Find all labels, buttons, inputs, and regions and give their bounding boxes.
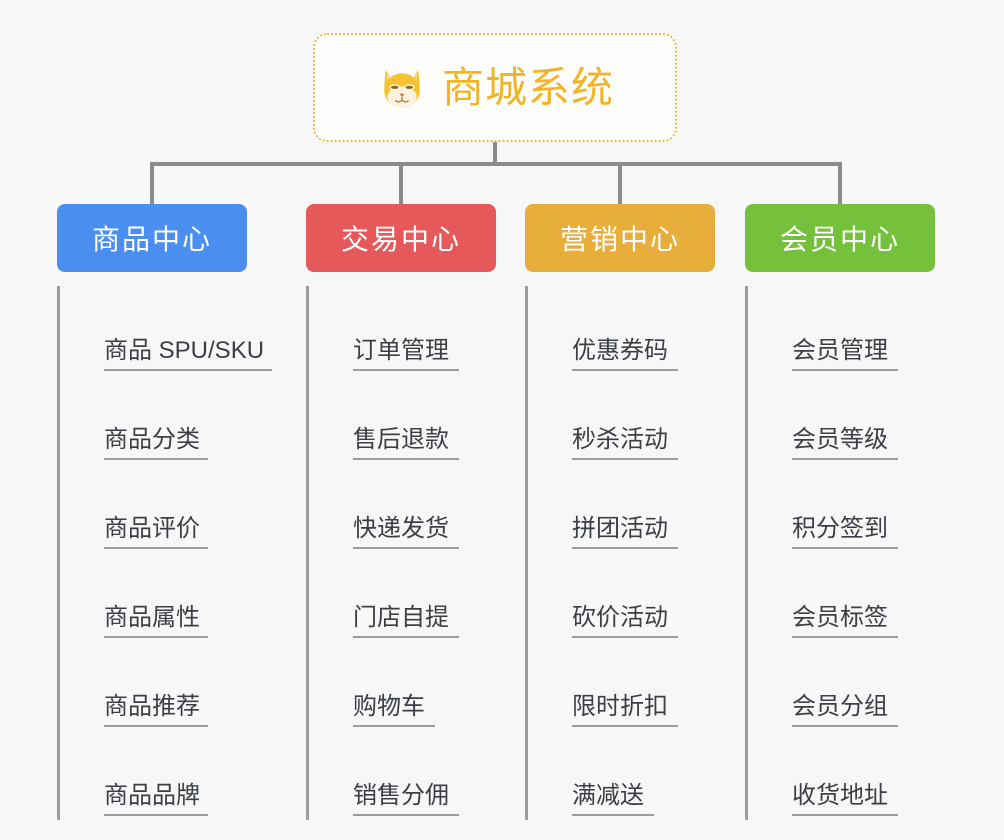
leaf-label: 满减送 (572, 783, 654, 816)
leaf-list-marketing-center: 优惠券码 秒杀活动 拼团活动 砍价活动 限时折扣 满减送 (525, 286, 715, 820)
list-item[interactable]: 会员分组 (748, 642, 935, 731)
leaf-label: 商品推荐 (104, 694, 208, 727)
leaf-list-product-center: 商品 SPU/SKU 商品分类 商品评价 商品属性 商品推荐 商品品牌 (57, 286, 273, 820)
leaf-label: 商品 SPU/SKU (104, 338, 273, 371)
leaf-label: 售后退款 (353, 427, 459, 460)
category-column-marketing-center: 营销中心 优惠券码 秒杀活动 拼团活动 砍价活动 限时折扣 满减送 (525, 204, 715, 820)
leaf-label: 砍价活动 (572, 605, 678, 638)
category-column-product-center: 商品中心 商品 SPU/SKU 商品分类 商品评价 商品属性 商品推荐 商品品牌 (57, 204, 273, 820)
leaf-label: 积分签到 (792, 516, 898, 549)
connector-root-stem (493, 142, 497, 164)
shiba-face-icon (384, 69, 420, 110)
leaf-label: 商品品牌 (104, 783, 208, 816)
list-item[interactable]: 满减送 (528, 731, 715, 820)
list-item[interactable]: 砍价活动 (528, 553, 715, 642)
leaf-label: 商品分类 (104, 427, 208, 460)
category-header-marketing-center[interactable]: 营销中心 (525, 204, 715, 272)
list-item[interactable]: 收货地址 (748, 731, 935, 820)
category-header-member-center[interactable]: 会员中心 (745, 204, 935, 272)
list-item[interactable]: 会员管理 (748, 286, 935, 375)
leaf-label: 会员分组 (792, 694, 898, 727)
list-item[interactable]: 拼团活动 (528, 464, 715, 553)
leaf-label: 门店自提 (353, 605, 459, 638)
connector-drop-column-3 (618, 162, 622, 206)
leaf-label: 秒杀活动 (572, 427, 678, 460)
category-column-member-center: 会员中心 会员管理 会员等级 积分签到 会员标签 会员分组 收货地址 (745, 204, 935, 820)
leaf-label: 订单管理 (353, 338, 459, 371)
list-item[interactable]: 商品属性 (60, 553, 247, 642)
list-item[interactable]: 秒杀活动 (528, 375, 715, 464)
root-node-shopping-mall-system[interactable]: 商城系统 (313, 33, 677, 142)
leaf-label: 快递发货 (353, 516, 459, 549)
leaf-label: 销售分佣 (353, 783, 459, 816)
leaf-list-trade-center: 订单管理 售后退款 快递发货 门店自提 购物车 销售分佣 (306, 286, 496, 820)
leaf-label: 优惠券码 (572, 338, 678, 371)
list-item[interactable]: 售后退款 (309, 375, 496, 464)
list-item[interactable]: 订单管理 (309, 286, 496, 375)
leaf-label: 商品评价 (104, 516, 208, 549)
list-item[interactable]: 商品分类 (60, 375, 247, 464)
list-item[interactable]: 快递发货 (309, 464, 496, 553)
connector-drop-column-4 (838, 162, 842, 206)
category-header-trade-center[interactable]: 交易中心 (306, 204, 496, 272)
category-header-product-center[interactable]: 商品中心 (57, 204, 247, 272)
list-item[interactable]: 门店自提 (309, 553, 496, 642)
connector-drop-column-1 (150, 162, 154, 206)
list-item[interactable]: 优惠券码 (528, 286, 715, 375)
list-item[interactable]: 销售分佣 (309, 731, 496, 820)
list-item[interactable]: 商品评价 (60, 464, 247, 553)
leaf-label: 收货地址 (792, 783, 898, 816)
leaf-label: 会员管理 (792, 338, 898, 371)
leaf-label: 会员等级 (792, 427, 898, 460)
list-item[interactable]: 会员标签 (748, 553, 935, 642)
root-node-title: 商城系统 (441, 63, 614, 111)
leaf-list-member-center: 会员管理 会员等级 积分签到 会员标签 会员分组 收货地址 (745, 286, 935, 820)
category-column-trade-center: 交易中心 订单管理 售后退款 快递发货 门店自提 购物车 销售分佣 (306, 204, 496, 820)
list-item[interactable]: 限时折扣 (528, 642, 715, 731)
list-item[interactable]: 商品品牌 (60, 731, 247, 820)
leaf-label: 拼团活动 (572, 516, 678, 549)
leaf-label: 商品属性 (104, 605, 208, 638)
leaf-label: 会员标签 (792, 605, 898, 638)
list-item[interactable]: 商品推荐 (60, 642, 247, 731)
connector-horizontal-bus (150, 162, 840, 166)
leaf-label: 购物车 (353, 694, 435, 727)
list-item[interactable]: 积分签到 (748, 464, 935, 553)
category-header-label: 营销中心 (559, 224, 680, 255)
list-item[interactable]: 商品 SPU/SKU (60, 286, 273, 375)
leaf-label: 限时折扣 (572, 694, 678, 727)
category-header-label: 会员中心 (779, 224, 900, 255)
list-item[interactable]: 购物车 (309, 642, 496, 731)
category-header-label: 交易中心 (340, 224, 461, 255)
connector-drop-column-2 (399, 162, 403, 206)
category-header-label: 商品中心 (91, 224, 212, 255)
list-item[interactable]: 会员等级 (748, 375, 935, 464)
